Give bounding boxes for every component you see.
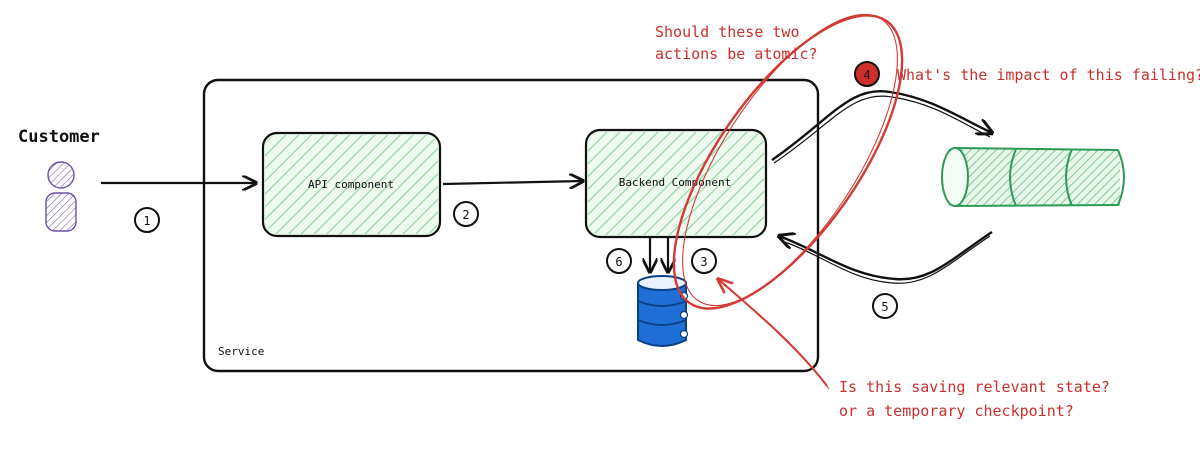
customer-label: Customer [18, 127, 100, 147]
svg-text:5: 5 [881, 300, 888, 314]
svg-text:1: 1 [143, 214, 150, 228]
queue-icon [941, 147, 1125, 207]
arrow-backend-to-queue [771, 89, 992, 161]
service-label: Service [218, 345, 264, 358]
arrow-queue-to-backend [779, 231, 993, 281]
svg-text:2: 2 [462, 208, 469, 222]
person-icon [45, 161, 77, 232]
arrow-queue-to-backend-shadow [784, 235, 991, 284]
step-marker-4: 4 [854, 61, 880, 87]
backend-component: Backend Component [584, 128, 768, 239]
customer-actor: Customer [18, 127, 100, 232]
step-marker-5: 5 [872, 293, 898, 319]
step-marker-2: 2 [453, 201, 479, 227]
step-marker-3: 3 [691, 248, 717, 274]
api-component-label: API component [308, 178, 394, 191]
failure-question: What's the impact of this failing? [897, 66, 1200, 84]
step-marker-6: 6 [606, 248, 632, 274]
step-marker-1: 1 [134, 207, 160, 233]
state-question-line1: Is this saving relevant state? [839, 378, 1110, 396]
state-question-line2: or a temporary checkpoint? [839, 402, 1074, 420]
svg-text:3: 3 [700, 255, 707, 269]
svg-text:4: 4 [863, 68, 870, 82]
arrow-api-to-backend [442, 181, 583, 184]
backend-component-label: Backend Component [619, 176, 732, 189]
api-component: API component [261, 131, 442, 238]
svg-text:6: 6 [615, 255, 622, 269]
atomic-question-line2: actions be atomic? [655, 45, 818, 63]
atomic-question-line1: Should these two [655, 23, 800, 41]
service-boundary [202, 78, 820, 373]
database-icon [637, 275, 689, 347]
atomic-annotation-ellipse [672, 14, 904, 310]
